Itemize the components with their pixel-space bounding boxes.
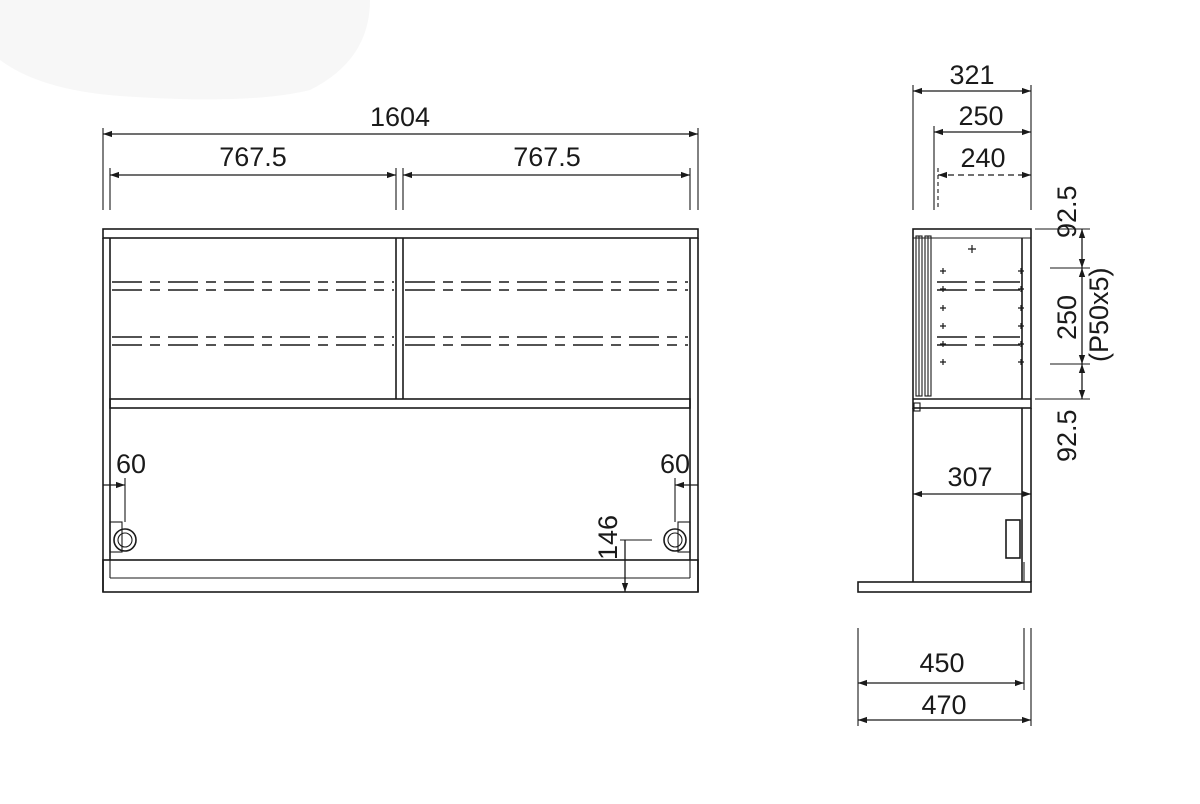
dim-right-bay: 767.5	[513, 142, 581, 172]
dim-side-shelf-pitch-note: (P50x5)	[1084, 267, 1114, 362]
front-bottom-board	[102, 559, 699, 593]
right-grommet	[663, 521, 691, 553]
dim-overall-width: 1604	[370, 102, 430, 132]
dim-side-lower-depth: 307	[947, 462, 992, 492]
dim-side-base-depth: 450	[919, 648, 964, 678]
side-grommet-slot	[1005, 519, 1021, 559]
front-view: 1604 767.5 767.5 60 60 146	[102, 102, 699, 593]
side-view: 321 250 240 92.5 250 (P50x5) 92.5 307 45…	[857, 60, 1114, 726]
dim-left-bay: 767.5	[219, 142, 287, 172]
front-top-board	[102, 228, 699, 239]
dim-side-depth-inner: 240	[960, 143, 1005, 173]
left-grommet	[109, 521, 137, 553]
front-hidden-shelves	[112, 281, 688, 346]
side-base-board	[857, 581, 1032, 593]
dim-side-depth-top: 321	[949, 60, 994, 90]
dim-side-shelf-pitch: 250	[1052, 295, 1082, 340]
dim-side-depth-mid: 250	[958, 101, 1003, 131]
dim-side-top-offset: 92.5	[1052, 185, 1082, 238]
dim-side-base-depth-total: 470	[921, 690, 966, 720]
dim-right-inset: 60	[660, 449, 690, 479]
background-smudge	[0, 0, 370, 100]
shelf-pin-holes	[940, 245, 1024, 365]
dim-left-inset: 60	[116, 449, 146, 479]
dim-side-bottom-offset: 92.5	[1052, 409, 1082, 462]
side-upper-body	[912, 228, 1032, 409]
front-middle-board	[109, 398, 691, 409]
dim-grommet-height: 146	[593, 515, 623, 560]
